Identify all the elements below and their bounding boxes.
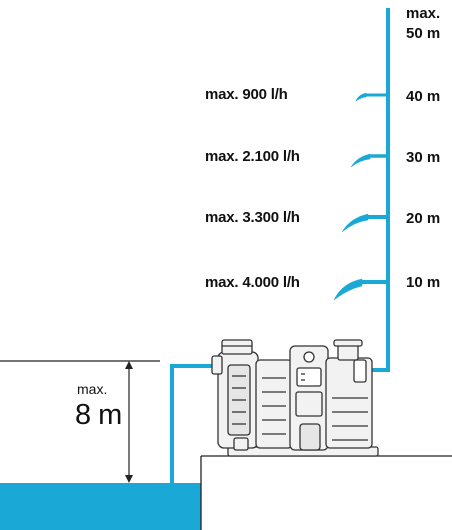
outlet-taps (333, 92, 388, 301)
suction-label-value: 8 m (75, 399, 122, 431)
head-label-50m: 50 m (406, 25, 441, 42)
head-label-40m: 40 m (406, 88, 441, 105)
head-label-max: max. (406, 5, 441, 22)
flow-label-3300: max. 3.300 l/h (205, 209, 300, 226)
pump-unit (211, 339, 379, 457)
suction-height-dimension (0, 360, 160, 483)
head-label-20m: 20 m (406, 210, 441, 227)
head-label-10m: 10 m (406, 274, 441, 291)
water-reservoir (0, 483, 201, 530)
flow-label-900: max. 900 l/h (205, 86, 288, 103)
platform (200, 455, 452, 530)
flow-label-4000: max. 4.000 l/h (205, 274, 300, 291)
delivery-pipe (364, 8, 390, 372)
flow-label-2100: max. 2.100 l/h (205, 148, 300, 165)
suction-pipe (170, 364, 218, 490)
suction-label-prefix: max. (77, 381, 108, 397)
head-label-30m: 30 m (406, 149, 441, 166)
